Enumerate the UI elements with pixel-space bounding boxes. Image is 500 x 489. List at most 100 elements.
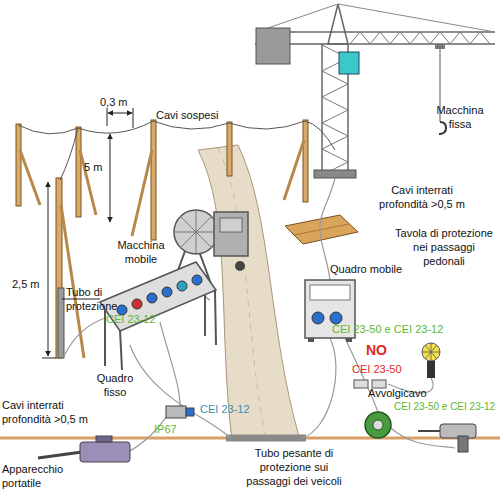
portable-tool — [38, 436, 130, 462]
pole-brace — [20, 150, 40, 205]
board-leg — [104, 305, 106, 366]
board-foot — [346, 338, 352, 342]
crane-tie — [262, 4, 338, 30]
dimension-tick — [133, 108, 134, 128]
standard-label: CEI 23-12 — [200, 402, 250, 416]
drum-spokes — [174, 210, 218, 254]
dimension-label: 5 m — [84, 160, 102, 174]
road-mark — [218, 148, 266, 440]
cable-reel — [365, 412, 391, 438]
socket — [147, 293, 157, 303]
pole-brace — [284, 140, 304, 200]
dimension-tick — [42, 358, 56, 359]
drill-handle — [458, 436, 468, 452]
pole — [227, 122, 232, 176]
wire — [130, 345, 230, 438]
lamp-cage — [422, 343, 440, 361]
socket — [162, 287, 172, 297]
part-label: Tavola di protezione nei passaggi pedona… — [395, 226, 493, 268]
mixer-panel — [220, 218, 242, 232]
dimension-label: 0,3 m — [100, 95, 128, 109]
reel-drum — [365, 412, 391, 438]
tool-grip — [96, 436, 112, 442]
dimension-line — [108, 113, 132, 114]
crane-hook — [439, 122, 446, 134]
crane-trolley — [435, 44, 445, 49]
mixer-wheel — [235, 261, 245, 271]
standard-label: IP67 — [154, 422, 177, 436]
board-leg — [215, 290, 216, 345]
warning-label: NO — [366, 342, 387, 359]
suspended-cable — [18, 121, 335, 150]
dimension-line — [110, 134, 111, 222]
crane-cab — [339, 52, 359, 74]
cable-label: Cavi interrati profondità >0,5 m — [2, 398, 102, 426]
pole-brace — [80, 150, 96, 215]
wire — [160, 322, 180, 406]
crane-mast — [321, 44, 323, 175]
drill — [418, 424, 476, 452]
pole — [76, 127, 81, 217]
fixed-switchboard — [100, 262, 216, 370]
heavy-pipe — [226, 435, 306, 442]
lamp-handle — [427, 361, 435, 378]
part-label: Tubo di protezione — [66, 285, 134, 313]
plug — [372, 380, 386, 388]
pole — [303, 120, 308, 202]
standard-label: CEI 23-12 — [106, 312, 156, 326]
part-label: Avvolgicavo — [368, 386, 427, 400]
plug-body — [166, 406, 186, 418]
buried-cable — [0, 437, 500, 440]
cable-label: Cavi interrati profondità >0,5 m — [372, 183, 472, 211]
crane-base — [314, 170, 356, 178]
socket — [177, 281, 187, 291]
dimension-label: 2,5 m — [12, 277, 40, 291]
crane-tie — [338, 4, 495, 32]
ip67-plug — [166, 406, 194, 418]
lamp-bulb — [422, 343, 440, 361]
counterweight — [256, 28, 290, 64]
board-foot — [308, 338, 314, 342]
crane-lattice — [350, 32, 490, 44]
tower-crane — [255, 4, 495, 178]
socket — [132, 299, 142, 309]
crane-jib — [255, 43, 495, 45]
socket — [312, 312, 324, 324]
pole — [151, 120, 156, 240]
standard-label: CEI 23-50 e CEI 23-12 — [394, 400, 495, 413]
pole — [16, 124, 21, 206]
wire — [302, 338, 336, 438]
mixer-motor — [214, 212, 248, 256]
board-panel — [100, 262, 216, 331]
machine-label: Macchina fissa — [430, 103, 490, 131]
plank-grain — [294, 224, 349, 235]
plug — [354, 380, 368, 388]
dimension-line — [48, 182, 49, 356]
standard-label: CEI 23-50 e CEI 23-12 — [332, 322, 443, 336]
tool-bit — [38, 452, 82, 458]
crane-jib — [290, 31, 495, 33]
crane-peak — [328, 4, 348, 44]
vehicle-road — [198, 145, 300, 440]
leader-line — [62, 299, 100, 300]
machine-label: Macchina mobile — [112, 238, 170, 266]
socket — [192, 275, 202, 285]
pole-brace — [132, 150, 152, 236]
socket — [330, 312, 342, 324]
wooden-poles — [16, 120, 335, 358]
drill-bit — [418, 430, 440, 432]
reel-hub — [373, 420, 383, 430]
board-window — [310, 285, 350, 300]
cable-label: Cavi sospesi — [156, 108, 218, 122]
board-leg — [120, 330, 122, 370]
tool-body — [80, 442, 130, 462]
part-label: Apparecchio portatile — [2, 462, 74, 489]
dimension-tick — [107, 108, 108, 126]
part-label: Tubo pesante di protezione sui passaggi … — [238, 446, 350, 488]
mixer-drum — [174, 210, 218, 254]
suspended-cable — [60, 128, 78, 180]
wire — [64, 318, 105, 356]
plug-head — [186, 408, 194, 416]
standard-label: CEI 23-50 — [352, 362, 402, 376]
